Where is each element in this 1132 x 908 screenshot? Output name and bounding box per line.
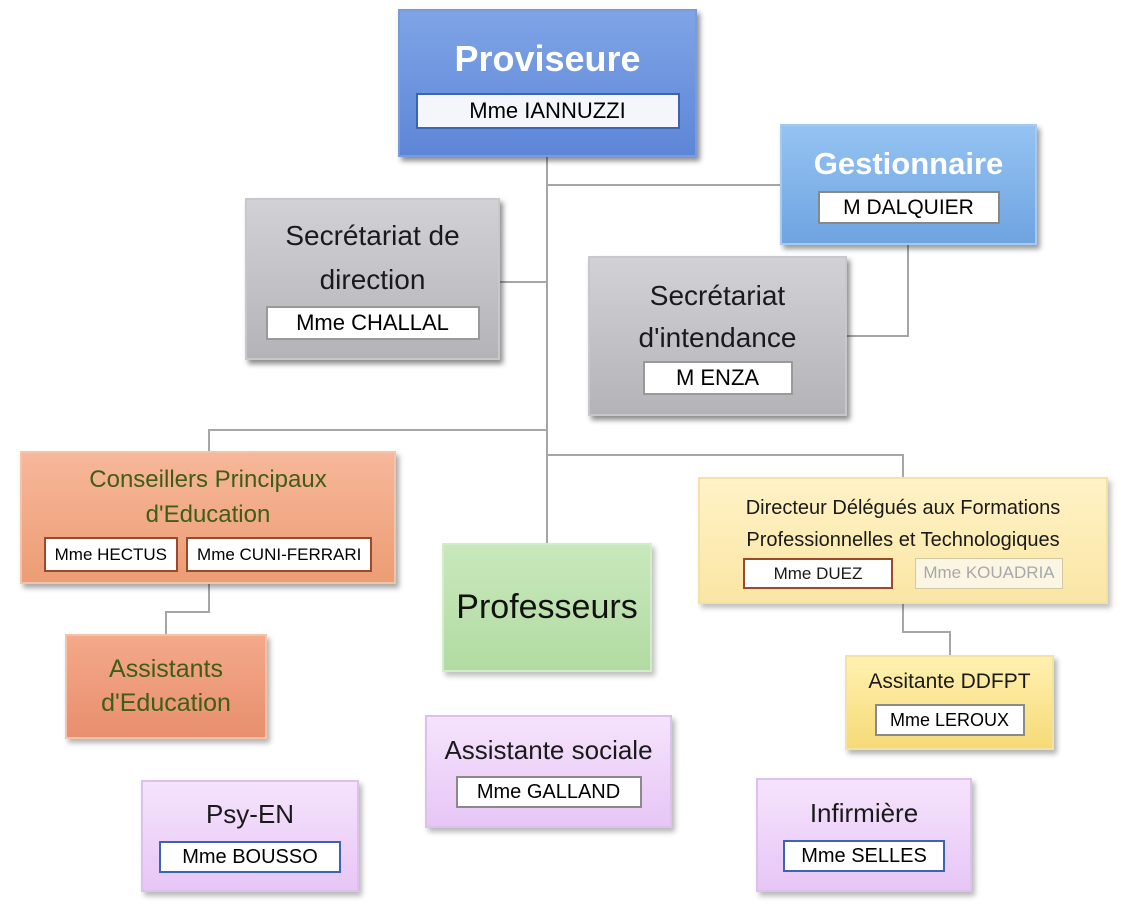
professeurs-title: Professeurs [456,588,638,627]
assistants-education-title-line1: Assistants [109,654,223,683]
secretariat-intendance-title-line2: d'intendance [638,322,797,353]
gestionnaire-title: Gestionnaire [813,146,1004,182]
secretariat-intendance-title-line1: Secrétariat [649,280,786,312]
gestionnaire-box: Gestionnaire M DALQUIER [780,124,1037,245]
infirmiere-box: Infirmière Mme SELLES [756,778,972,892]
proviseure-name: Mme IANNUZZI [415,92,680,129]
secretariat-direction-name: Mme CHALLAL [265,306,480,341]
connector-secretariat-intendance [847,245,909,337]
cpe-name: Mme CUNI-FERRARI [186,536,373,572]
ddfpt-name: Mme KOUADRIA [915,558,1063,589]
connector-ddfpt [547,454,904,477]
psy-en-box: Psy-EN Mme BOUSSO [141,780,359,892]
professeurs-box: Professeurs [442,543,652,672]
proviseure-title: Proviseure [454,38,641,80]
secretariat-intendance-box: Secrétariat d'intendance M ENZA [588,256,847,416]
ddfpt-title-line1: Directeur Délégués aux Formations [745,497,1061,519]
assistante-sociale-title: Assistante sociale [444,734,653,765]
cpe-name: Mme HECTUS [43,536,179,572]
ddfpt-title-line2: Professionnelles et Technologiques [746,529,1060,551]
cpe-title-line1: Conseillers Principaux [89,466,327,494]
ddfpt-box: Directeur Délégués aux Formations Profes… [698,477,1108,604]
connector-assistante-ddfpt [902,604,951,655]
assistants-education-box: Assistants d'Education [65,634,267,739]
cpe-title-line2: d'Education [145,501,271,528]
assistants-education-title-line2: d'Education [101,688,231,717]
gestionnaire-name: M DALQUIER [817,190,1000,224]
secretariat-intendance-name: M ENZA [642,360,793,395]
assistante-sociale-box: Assistante sociale Mme GALLAND [425,715,672,828]
psy-en-name: Mme BOUSSO [159,840,341,873]
secretariat-direction-title-line1: Secrétariat de [285,219,460,251]
assistante-ddfpt-box: Assitante DDFPT Mme LEROUX [845,655,1054,750]
assistante-ddfpt-title: Assitante DDFPT [868,669,1031,693]
cpe-box: Conseillers Principaux d'Education Mme H… [20,451,396,584]
ddfpt-names: Mme DUEZ Mme KOUADRIA [743,558,1063,589]
assistante-sociale-name: Mme GALLAND [455,776,642,809]
proviseure-box: Proviseure Mme IANNUZZI [398,9,697,157]
assistante-ddfpt-name: Mme LEROUX [874,704,1025,737]
connector-cpe [208,429,547,451]
psy-en-title: Psy-EN [205,799,295,830]
secretariat-direction-title-line2: direction [319,264,426,295]
cpe-names: Mme HECTUS Mme CUNI-FERRARI [43,536,373,572]
ddfpt-name: Mme DUEZ [743,558,893,589]
secretariat-direction-box: Secrétariat de direction Mme CHALLAL [245,198,500,360]
connector-assistants-education [165,584,210,634]
infirmiere-name: Mme SELLES [783,839,945,872]
infirmiere-title: Infirmière [809,798,919,829]
